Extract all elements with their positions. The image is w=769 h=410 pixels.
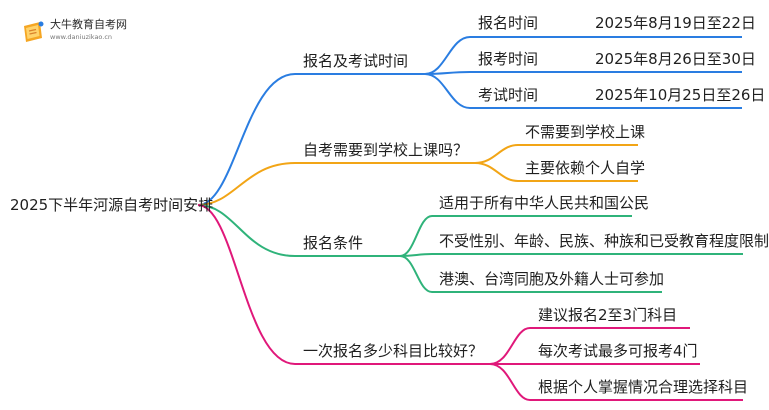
branch-2-label: 自考需要到学校上课吗？ xyxy=(303,141,469,159)
connector-root-branch-1 xyxy=(197,73,296,206)
row-value-exam: 2025年10月25日至26日 xyxy=(595,86,766,104)
leaf-4-1: 建议报名2至3门科目 xyxy=(538,306,678,324)
root-node: 2025下半年河源自考时间安排 xyxy=(10,196,214,214)
leaf-4-3: 根据个人掌握情况合理选择科目 xyxy=(538,378,749,396)
row-label-registration: 报名时间 xyxy=(478,14,539,32)
connector-root-branch-3 xyxy=(197,204,296,257)
site-logo[interactable]: 大牛教育自考网 www.daniuzikao.cn xyxy=(20,16,130,50)
branch-1-label: 报名及考试时间 xyxy=(303,52,409,70)
leaf-2-1: 不需要到学校上课 xyxy=(525,123,646,141)
leaf-2-2: 主要依赖个人自学 xyxy=(525,159,646,177)
row-label-application: 报考时间 xyxy=(478,50,539,68)
book-logo-icon xyxy=(24,21,44,42)
connector-root-branch-2 xyxy=(197,162,296,206)
site-name: 大牛教育自考网 xyxy=(50,18,127,31)
branch-3-label: 报名条件 xyxy=(303,234,364,252)
row-value-application: 2025年8月26日至30日 xyxy=(595,50,756,68)
site-url: www.daniuzikao.cn xyxy=(50,33,113,41)
leaf-4-2: 每次考试最多可报考4门 xyxy=(538,342,698,360)
mindmap-connectors xyxy=(197,36,743,401)
leaf-3-1: 适用于所有中华人民共和国公民 xyxy=(439,194,650,212)
leaf-3-3: 港澳、台湾同胞及外籍人士可参加 xyxy=(439,270,665,288)
leaf-3-2: 不受性别、年龄、民族、种族和已受教育程度限制 xyxy=(439,232,769,250)
row-value-registration: 2025年8月19日至22日 xyxy=(595,14,756,32)
row-label-exam: 考试时间 xyxy=(478,86,539,104)
branch-4-label: 一次报名多少科目比较好？ xyxy=(303,342,484,360)
connector-root-branch-4 xyxy=(197,204,296,365)
